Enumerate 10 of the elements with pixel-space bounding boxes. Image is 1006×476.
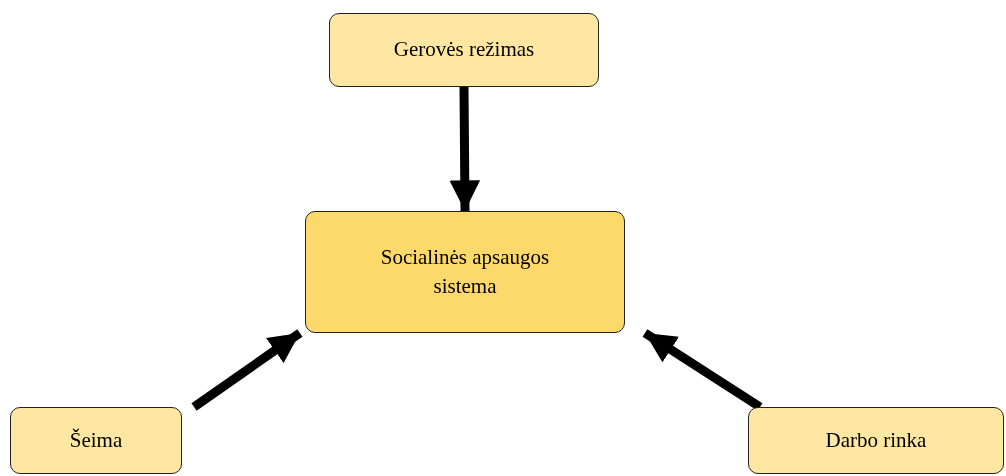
arrow [191, 329, 303, 411]
arrow [449, 86, 481, 212]
rounded-box [748, 407, 1004, 474]
rounded-box [329, 13, 599, 87]
rounded-box [10, 407, 182, 474]
rounded-box [305, 211, 625, 333]
box-label: Socialinės apsaugos sistema [379, 243, 551, 300]
box-label: Šeima [69, 426, 123, 454]
box-label: Gerovės režimas [393, 36, 535, 64]
box-label: Darbo rinka [825, 426, 927, 454]
